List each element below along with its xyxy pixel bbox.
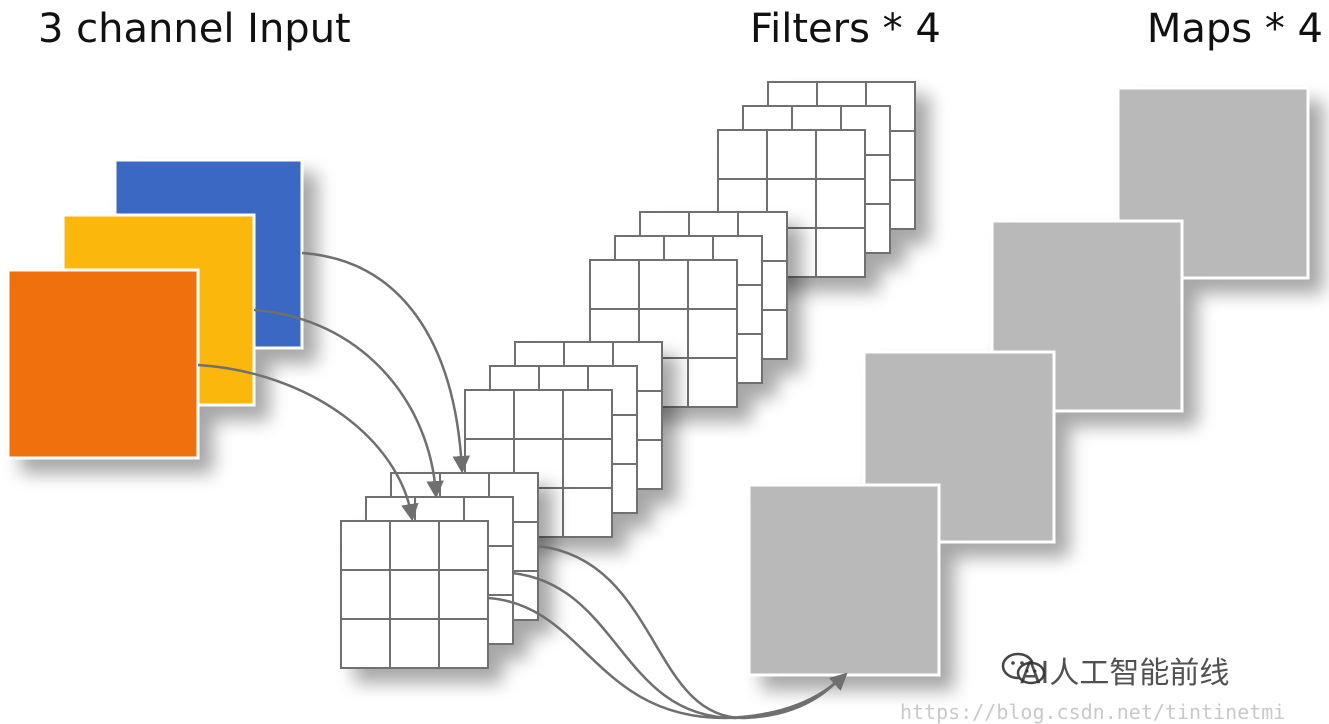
arrow-filter-layer-3: [487, 596, 848, 720]
arrow-blue-to-filter: [301, 251, 470, 474]
maps-title: Maps * 4: [1146, 6, 1323, 52]
wechat-icon: [1001, 652, 1046, 685]
input-title: 3 channel Input: [38, 6, 351, 52]
watermark-brand: AI人工智能前线: [1020, 656, 1230, 691]
filters-title: Filters * 4: [750, 6, 941, 52]
filter-4: [717, 81, 916, 278]
input-arrows: [197, 251, 470, 522]
arrow-filter-layer-1: [537, 544, 841, 720]
arrow-yellow-to-filter: [253, 308, 444, 499]
filter-layer: [717, 129, 866, 278]
watermark-url: https://blog.csdn.net/tintinetmi: [900, 700, 1286, 724]
filters: [340, 81, 916, 669]
filter-layer: [340, 520, 489, 669]
output-arrows: [487, 544, 848, 720]
input-channels: [6, 158, 304, 460]
filter-1: [340, 472, 539, 669]
feature-map-1: [747, 483, 941, 677]
channel-orange: [6, 268, 200, 460]
feature-maps: [747, 86, 1310, 677]
arrow-orange-to-filter: [197, 363, 419, 522]
